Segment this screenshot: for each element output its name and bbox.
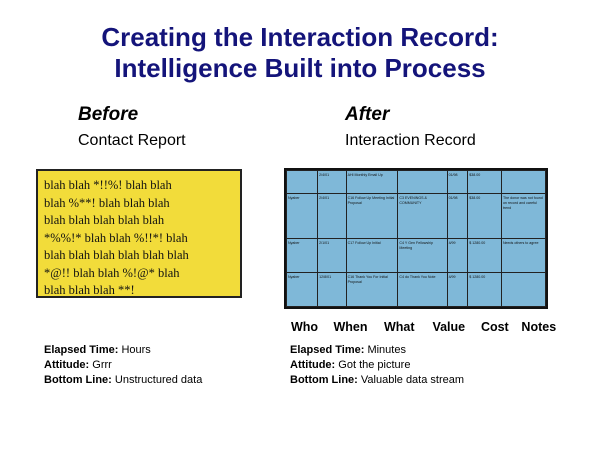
table-cell bbox=[286, 170, 319, 194]
before-stats: Elapsed Time: Hours Attitude: Grrr Botto… bbox=[44, 343, 202, 388]
title-line-1: Creating the Interaction Record: bbox=[101, 22, 499, 52]
table-cell: C4 do Thank You Note bbox=[397, 271, 448, 307]
column-header-when: When bbox=[333, 320, 368, 334]
after-stats: Elapsed Time: Minutes Attitude: Got the … bbox=[290, 343, 464, 388]
table-cell bbox=[500, 170, 546, 194]
blah-line: *%%!* blah blah %!!*! blah bbox=[44, 230, 188, 245]
after-stat-bottom-line: Bottom Line: Valuable data stream bbox=[290, 374, 465, 386]
table-cell: Needs others to agree bbox=[500, 237, 546, 273]
table-cell: 01/98 bbox=[446, 192, 469, 239]
table-cell: 4/99 bbox=[446, 271, 469, 307]
table-cell: The donor was not found on record and ca… bbox=[500, 192, 546, 239]
table-cell: C4 Y Gen Fellowship Meeting bbox=[397, 237, 448, 273]
table-cell: $38.00 bbox=[467, 170, 502, 194]
blah-line: blah blah blah blah blah bbox=[44, 213, 165, 227]
blah-line: blah blah *!!%! blah blah bbox=[44, 178, 172, 192]
table-cell bbox=[500, 271, 546, 307]
table-cell: Nyaber bbox=[286, 192, 319, 239]
table-cell: 2/4/01 bbox=[317, 192, 347, 239]
table-cell: 2/1/01 bbox=[317, 237, 347, 273]
after-stat-elapsed: Elapsed Time: Minutes bbox=[290, 344, 406, 356]
table-cell: $ 1280.00 bbox=[467, 271, 502, 307]
table-cell: 2/4/01 bbox=[317, 170, 347, 194]
blah-line: blah blah blah **! bbox=[44, 283, 135, 297]
before-subheading: Contact Report bbox=[78, 132, 186, 149]
column-header-what: What bbox=[383, 320, 415, 334]
column-header-cost: Cost bbox=[480, 320, 509, 334]
table-cell: C16 Thank You For Initial Proposal bbox=[345, 271, 399, 307]
title-line-2: Intelligence Built into Process bbox=[114, 53, 486, 83]
table-cell: 4/99 bbox=[446, 237, 469, 273]
table-cell: C16 Follow Up Meeting Initial Proposal bbox=[345, 192, 399, 239]
table-cell: Nyaber bbox=[286, 271, 319, 307]
table-cell: 12/8/01 bbox=[317, 271, 347, 307]
contact-report-box: blah blah *!!%! blah blah blah %**! blah… bbox=[36, 169, 242, 298]
table-cell: 01/98 bbox=[446, 170, 469, 194]
column-header-notes: Notes bbox=[521, 320, 557, 334]
table-cell: $38.00 bbox=[467, 192, 502, 239]
table-cell: C3 EVENINGS & COMMUNITY bbox=[397, 192, 448, 239]
column-header-value: Value bbox=[432, 320, 466, 334]
slide-title: Creating the Interaction Record: Intelli… bbox=[0, 22, 600, 84]
after-subheading: Interaction Record bbox=[345, 132, 476, 149]
before-stat-elapsed: Elapsed Time: Hours bbox=[44, 344, 151, 356]
after-heading: After bbox=[345, 104, 390, 125]
before-stat-bottom-line: Bottom Line: Unstructured data bbox=[44, 374, 203, 386]
column-headers: Who When What Value Cost Notes bbox=[291, 320, 556, 334]
before-heading: Before bbox=[78, 104, 139, 125]
blah-line: blah blah blah blah blah blah bbox=[44, 248, 189, 262]
table-cell: Nyaber bbox=[286, 237, 319, 273]
table-cell: C17 Follow Up Initial bbox=[345, 237, 399, 273]
table-cell bbox=[397, 170, 448, 194]
after-stat-attitude: Attitude: Got the picture bbox=[290, 359, 411, 371]
table-cell: $ 1280.00 bbox=[467, 237, 502, 273]
before-stat-attitude: Attitude: Grrr bbox=[44, 359, 112, 371]
table-cell: AHI Monthly Email Up bbox=[345, 170, 399, 194]
blah-line: blah %**! blah blah blah bbox=[44, 195, 170, 210]
blah-line: *@!! blah blah %!@* blah bbox=[44, 265, 180, 280]
column-header-who: Who bbox=[291, 320, 319, 334]
